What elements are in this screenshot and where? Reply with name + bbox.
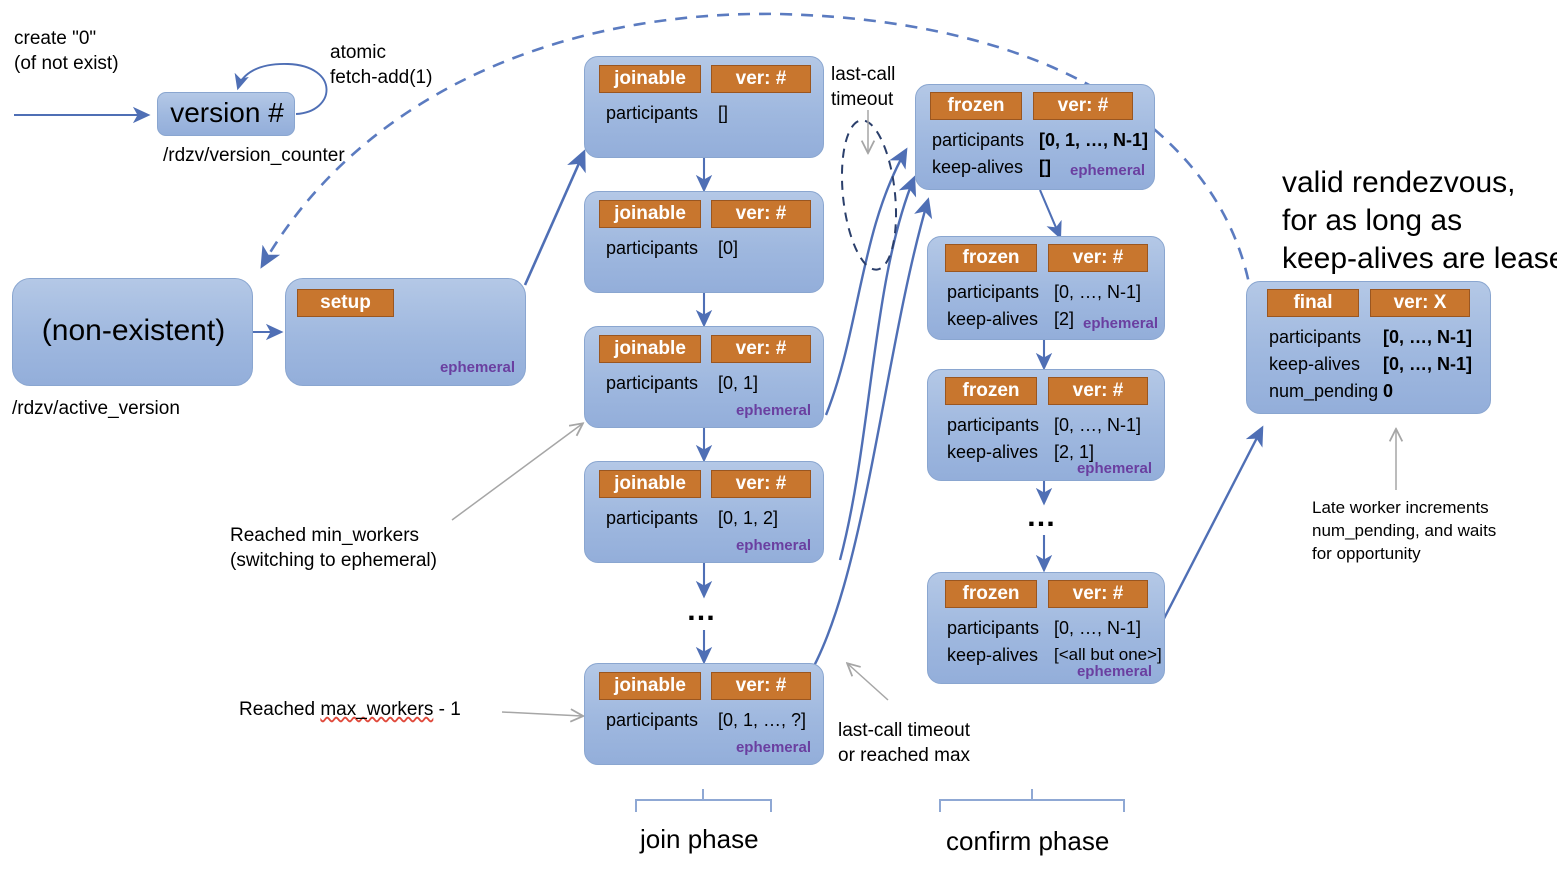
final-box: final ver: X participants [0, …, N-1] ke… bbox=[1246, 281, 1491, 414]
ephemeral-label: ephemeral bbox=[1076, 460, 1152, 477]
row-value: [0, 1, …, N-1] bbox=[1039, 130, 1149, 150]
atomic-fetch-add-note: atomic fetch-add(1) bbox=[330, 42, 433, 88]
joinable-box-0: joinable ver: # participants [] bbox=[584, 56, 824, 158]
state-badge: frozen bbox=[945, 580, 1037, 608]
row-label: keep-alives bbox=[947, 645, 1039, 665]
frozen-box-2: frozen ver: # participants [0, …, N-1] k… bbox=[927, 369, 1165, 481]
row-value: [<all but one>] bbox=[1054, 645, 1162, 664]
state-badge: frozen bbox=[945, 244, 1037, 272]
row-label: participants bbox=[1269, 327, 1362, 347]
active-version-path: /rdzv/active_version bbox=[12, 398, 180, 419]
version-badge: ver: # bbox=[711, 672, 811, 700]
row-label: num_pending bbox=[1269, 381, 1379, 401]
ephemeral-label: ephemeral bbox=[735, 739, 811, 756]
state-badge: joinable bbox=[599, 672, 701, 700]
setup-badge: setup bbox=[297, 289, 394, 317]
confirm-phase-label: confirm phase bbox=[946, 826, 1110, 856]
row-value: [0] bbox=[718, 238, 739, 258]
row-value: [0, …, N-1] bbox=[1054, 618, 1142, 638]
valid-rendezvous-note: valid rendezvous, for as long as keep-al… bbox=[1282, 166, 1557, 275]
row-value: [0, …, N-1] bbox=[1383, 354, 1473, 374]
last-call-timeout-note: last-call timeout bbox=[831, 64, 896, 110]
row-label: participants bbox=[606, 710, 699, 730]
max-workers-suffix: - 1 bbox=[433, 699, 461, 720]
row-label: participants bbox=[932, 130, 1025, 150]
row-label: keep-alives bbox=[932, 157, 1024, 177]
state-badge: joinable bbox=[599, 65, 701, 93]
row-label: participants bbox=[947, 618, 1040, 638]
join-phase-label: join phase bbox=[640, 824, 759, 854]
frozen-box-3: frozen ver: # participants [0, …, N-1] k… bbox=[927, 572, 1165, 684]
version-badge: ver: # bbox=[1048, 377, 1148, 405]
row-label: participants bbox=[947, 282, 1040, 302]
version-badge: ver: # bbox=[711, 335, 811, 363]
row-value: [0, 1] bbox=[718, 373, 759, 393]
row-value: [0, …, N-1] bbox=[1383, 327, 1473, 347]
row-label: participants bbox=[606, 508, 699, 528]
row-value: [0, 1, 2] bbox=[718, 508, 779, 528]
state-badge: joinable bbox=[599, 200, 701, 228]
confirm-ellipsis: … bbox=[1026, 500, 1058, 533]
ephemeral-label: ephemeral bbox=[735, 537, 811, 554]
version-badge: ver: X bbox=[1370, 289, 1470, 317]
max-workers-prefix: Reached bbox=[239, 699, 321, 720]
row-value: [2, 1] bbox=[1054, 442, 1095, 462]
late-worker-note: Late worker increments num_pending, and … bbox=[1312, 498, 1497, 563]
ephemeral-label: ephemeral bbox=[1083, 315, 1159, 332]
row-value: [] bbox=[1039, 157, 1051, 177]
row-value: [0, …, N-1] bbox=[1054, 415, 1142, 435]
row-label: participants bbox=[606, 373, 699, 393]
version-counter-label: version # bbox=[170, 97, 284, 128]
min-workers-note: Reached min_workers (switching to epheme… bbox=[230, 525, 437, 571]
row-label: keep-alives bbox=[947, 442, 1039, 462]
frozen-box-0: frozen ver: # participants [0, 1, …, N-1… bbox=[915, 84, 1155, 190]
version-counter-path: /rdzv/version_counter bbox=[163, 145, 345, 166]
row-value: [0, …, N-1] bbox=[1054, 282, 1142, 302]
max-workers-note: Reached max_workers - 1 bbox=[239, 697, 461, 722]
state-badge: joinable bbox=[599, 470, 701, 498]
frozen-box-1: frozen ver: # participants [0, …, N-1] k… bbox=[927, 236, 1165, 340]
row-value: [0, 1, …, ?] bbox=[718, 710, 807, 730]
version-badge: ver: # bbox=[711, 200, 811, 228]
row-value: [] bbox=[718, 103, 729, 123]
setup-box: setup ephemeral bbox=[285, 278, 526, 386]
row-label: participants bbox=[606, 238, 699, 258]
row-label: keep-alives bbox=[1269, 354, 1361, 374]
state-badge: frozen bbox=[945, 377, 1037, 405]
row-label: participants bbox=[947, 415, 1040, 435]
state-badge: frozen bbox=[930, 92, 1022, 120]
max-workers-keyword: max_workers bbox=[320, 699, 434, 720]
row-value: [2] bbox=[1054, 309, 1075, 329]
state-badge: joinable bbox=[599, 335, 701, 363]
version-counter-box: version # bbox=[157, 92, 295, 136]
state-badge: final bbox=[1267, 289, 1359, 317]
joinable-box-2: joinable ver: # participants [0, 1] ephe… bbox=[584, 326, 824, 428]
row-label: participants bbox=[606, 103, 699, 123]
version-badge: ver: # bbox=[1048, 244, 1148, 272]
create-note: create "0" (of not exist) bbox=[14, 28, 119, 74]
version-badge: ver: # bbox=[1033, 92, 1133, 120]
join-ellipsis: … bbox=[686, 594, 718, 627]
joinable-box-3: joinable ver: # participants [0, 1, 2] e… bbox=[584, 461, 824, 563]
last-call-or-max-note: last-call timeout or reached max bbox=[838, 720, 971, 766]
version-badge: ver: # bbox=[711, 65, 811, 93]
row-value: 0 bbox=[1383, 381, 1394, 401]
nonexistent-box: (non-existent) bbox=[12, 278, 253, 386]
row-label: keep-alives bbox=[947, 309, 1039, 329]
nonexistent-label: (non-existent) bbox=[41, 314, 226, 347]
joinable-box-4: joinable ver: # participants [0, 1, …, ?… bbox=[584, 663, 824, 765]
joinable-box-1: joinable ver: # participants [0] bbox=[584, 191, 824, 293]
version-badge: ver: # bbox=[711, 470, 811, 498]
ephemeral-label: ephemeral bbox=[1076, 663, 1152, 680]
ephemeral-label: ephemeral bbox=[735, 402, 811, 419]
version-badge: ver: # bbox=[1048, 580, 1148, 608]
setup-ephemeral-label: ephemeral bbox=[439, 359, 515, 376]
ephemeral-label: ephemeral bbox=[1070, 162, 1146, 179]
